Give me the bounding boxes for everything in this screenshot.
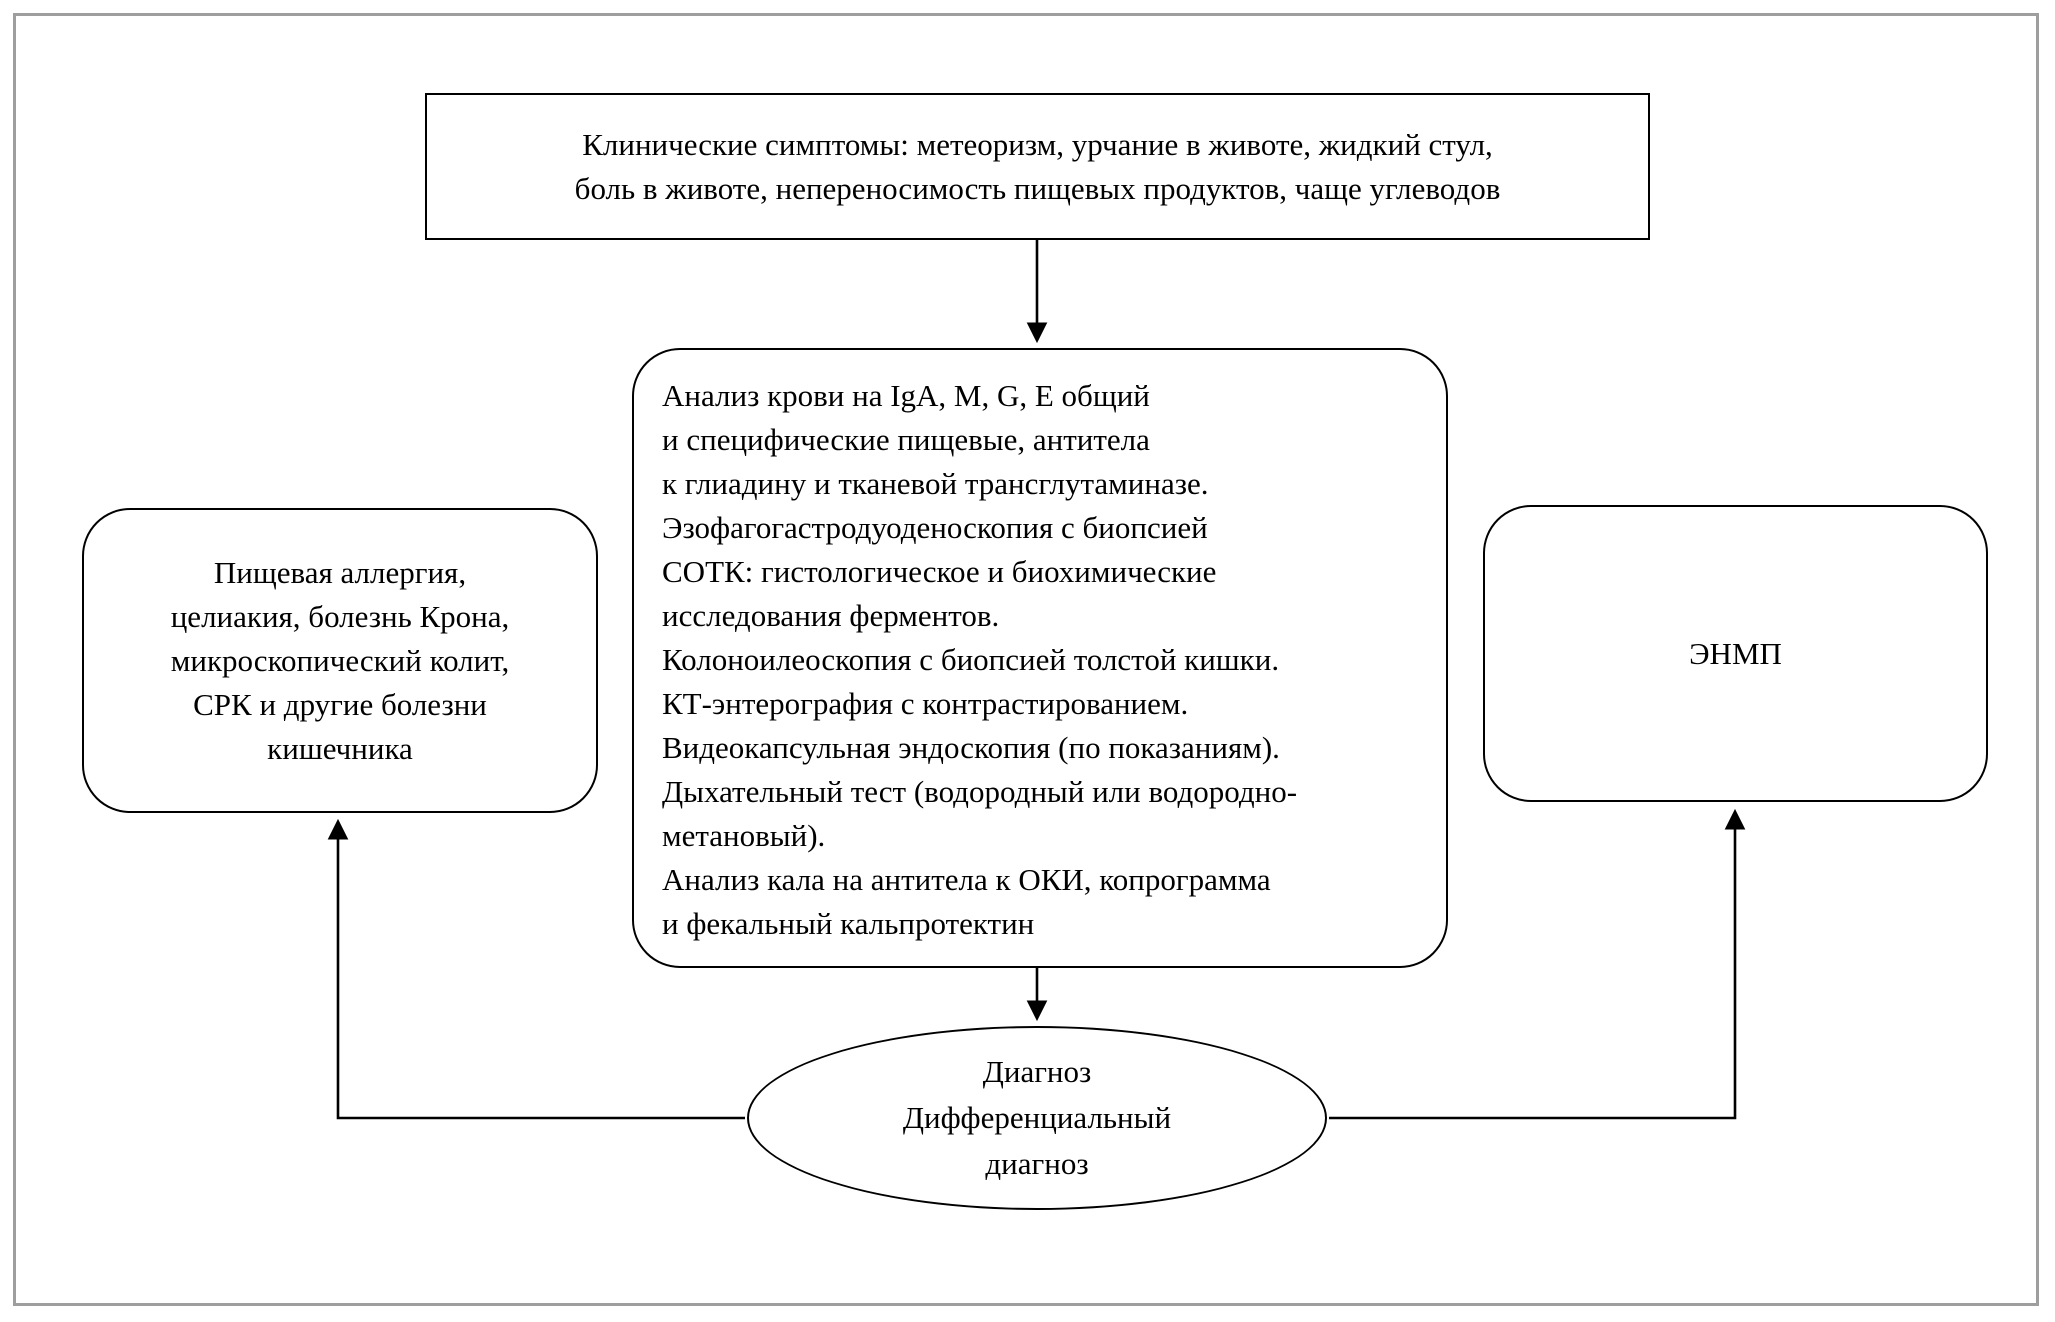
differential-diseases-text: Пищевая аллергия, целиакия, болезнь Крон… [170,554,510,766]
investigations-text: Анализ крови на IgA, M, G, E общий и спе… [662,378,1298,941]
differential-diseases-box: Пищевая аллергия, целиакия, болезнь Крон… [82,508,598,813]
enmp-box: ЭНМП [1483,505,1988,802]
clinical-symptoms-box: Клинические симптомы: метеоризм, урчание… [425,93,1650,240]
enmp-text: ЭНМП [1689,635,1782,671]
investigations-box: Анализ крови на IgA, M, G, E общий и спе… [632,348,1448,968]
diagnosis-text: Диагноз Дифференциальный диагноз [902,1054,1172,1181]
clinical-symptoms-text: Клинические симптомы: метеоризм, урчание… [574,126,1501,206]
diagnosis-ellipse: Диагноз Дифференциальный диагноз [747,1026,1327,1210]
